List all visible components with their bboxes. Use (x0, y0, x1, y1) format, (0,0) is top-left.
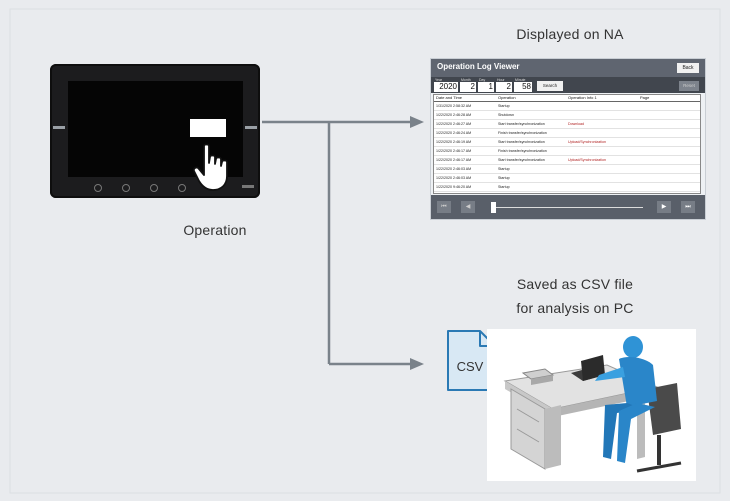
hmi-led (94, 184, 102, 192)
hmi-led (178, 184, 186, 192)
row-divider (434, 146, 700, 147)
person-at-desk-icon (503, 336, 682, 473)
row-divider (434, 164, 700, 165)
hour-field[interactable]: 2 (496, 82, 512, 92)
month-field[interactable]: 2 (460, 82, 476, 92)
column-header: Date and Time (436, 95, 463, 100)
log-cell: Start transfer/synchronization (498, 122, 545, 126)
log-cell: 1/22/2020 2:46:17 AM (436, 149, 472, 153)
row-divider (434, 191, 700, 192)
displayed-on-na-label: Displayed on NA (516, 26, 624, 42)
row-divider (434, 119, 700, 120)
slider-knob[interactable] (491, 202, 496, 213)
hmi-led (122, 184, 130, 192)
last-page-icon[interactable]: ⏭ (681, 201, 695, 213)
log-cell: 1/22/2020 2:46:28 AM (436, 113, 472, 117)
log-cell: 1/22/2020 9:46:20 AM (436, 185, 472, 189)
header-divider (434, 101, 700, 102)
arrow-to-csv (410, 358, 424, 370)
minute-field[interactable]: 58 (514, 82, 532, 92)
log-cell: Start transfer/synchronization (498, 140, 545, 144)
log-table: Date and Time Operation Operation Info 1… (433, 94, 701, 194)
na-header: Operation Log Viewer Back (431, 59, 705, 77)
operation-label: Operation (183, 222, 247, 238)
log-cell: 1/22/2020 2:46:19 AM (436, 140, 472, 144)
field-caption: Year (435, 78, 443, 82)
prev-icon[interactable]: ◀ (461, 201, 475, 213)
log-cell: 1/22/2020 2:46:17 AM (436, 158, 472, 162)
field-caption: Day (479, 78, 486, 82)
row-divider (434, 155, 700, 156)
row-divider (434, 137, 700, 138)
column-header: Operation (498, 95, 516, 100)
field-caption: Month (461, 78, 471, 82)
row-divider (434, 128, 700, 129)
column-header: Page (640, 95, 650, 100)
na-footer: ⏮ ◀ ▶ ⏭ (431, 195, 705, 219)
log-cell: Startup (498, 167, 510, 171)
hmi-led (150, 184, 158, 192)
analysis-on-pc-label: for analysis on PC (516, 300, 634, 316)
log-cell: 1/31/2020 2:58:32 AM (436, 104, 472, 108)
log-cell: Startup (498, 185, 510, 189)
log-cell: Download (568, 122, 584, 126)
log-cell: Startup (498, 104, 510, 108)
log-cell: 1/22/2020 2:46:27 AM (436, 122, 472, 126)
na-operation-log-screen: Operation Log Viewer Back Year Month Day… (430, 58, 706, 220)
field-caption: Hour (497, 78, 505, 82)
hmi-side-key-right (245, 126, 257, 129)
log-cell: Start transfer/synchronization (498, 158, 545, 162)
column-header: Operation Info 1 (568, 95, 597, 100)
hmi-logo (242, 185, 254, 188)
log-cell: Upload/Synchronization (568, 158, 606, 162)
hand-pointer-icon (192, 143, 228, 191)
next-icon[interactable]: ▶ (657, 201, 671, 213)
pc-workstation-picture (487, 329, 696, 481)
back-button[interactable]: Back (677, 63, 699, 73)
first-page-icon[interactable]: ⏮ (437, 201, 451, 213)
log-cell: Finish transfer/synchronization (498, 149, 547, 153)
log-cell: 1/22/2020 2:46:03 AM (436, 167, 472, 171)
na-title: Operation Log Viewer (437, 62, 520, 71)
csv-file-label: CSV (456, 359, 484, 374)
hmi-touch-button (190, 119, 226, 137)
log-cell: Shutdown (498, 113, 514, 117)
log-cell: Upload/Synchronization (568, 140, 606, 144)
field-caption: Minute (515, 78, 526, 82)
saved-as-csv-label: Saved as CSV file (516, 276, 634, 292)
log-cell: 1/22/2020 2:46:03 AM (436, 176, 472, 180)
arrow-to-na (410, 116, 424, 128)
hmi-side-key-left (53, 126, 65, 129)
search-button[interactable]: Search (537, 81, 563, 91)
row-divider (434, 182, 700, 183)
year-field[interactable]: 2020 (434, 82, 458, 92)
reset-button[interactable]: Reset (679, 81, 699, 91)
row-divider (434, 173, 700, 174)
log-cell: Finish transfer/synchronization (498, 131, 547, 135)
row-divider (434, 110, 700, 111)
log-cell: Startup (498, 176, 510, 180)
na-filter-row: Year Month Day Hour Minute 2020 2 1 2 58… (431, 77, 705, 93)
scroll-slider[interactable] (493, 207, 643, 208)
log-cell: 1/22/2020 2:46:24 AM (436, 131, 472, 135)
day-field[interactable]: 1 (478, 82, 494, 92)
